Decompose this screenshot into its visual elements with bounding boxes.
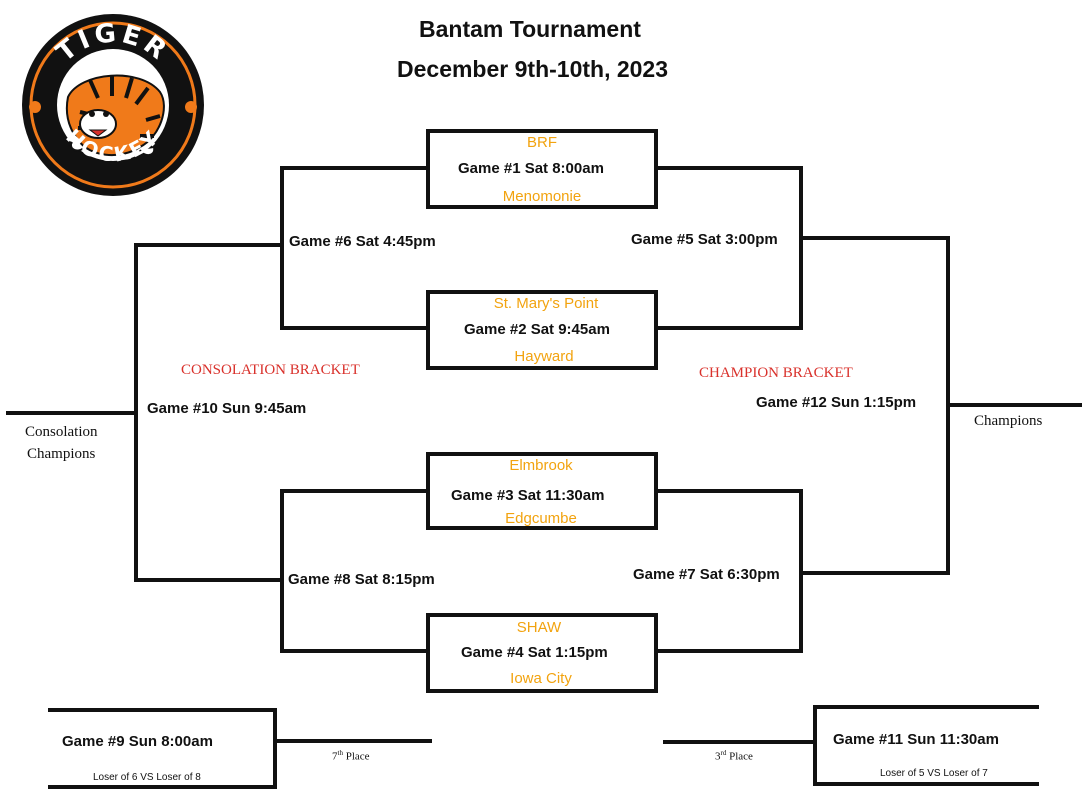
game-3-label: Game #3 Sat 11:30am: [451, 487, 605, 504]
game-4-home-team: SHAW: [516, 619, 562, 636]
game-2-home-team: St. Mary's Point: [493, 295, 599, 312]
consolation-bracket-heading: CONSOLATION BRACKET: [181, 362, 360, 378]
game-6-label: Game #6 Sat 4:45pm: [289, 233, 436, 250]
third-place-suffix: rd: [720, 749, 727, 757]
game-11-bracket: [813, 705, 1039, 786]
tournament-title: Bantam Tournament: [419, 16, 641, 42]
consolation-champions-line2: Champions: [27, 446, 96, 462]
game-3-home-team: Elmbrook: [509, 457, 573, 474]
game-4-label: Game #4 Sat 1:15pm: [461, 644, 608, 661]
line-g1g2-to-g6: [280, 166, 428, 330]
game-2-label: Game #2 Sat 9:45am: [464, 321, 610, 338]
line-g1g2-to-g5: [656, 166, 803, 330]
seventh-place-label: 7th Place: [332, 749, 370, 763]
line-g3g4-to-g8: [280, 489, 428, 653]
game-5-label: Game #5 Sat 3:00pm: [631, 231, 778, 248]
third-place-word: Place: [726, 750, 753, 763]
seventh-place-suffix: th: [337, 749, 343, 757]
third-place-label: 3rd Place: [715, 749, 753, 763]
game-1-home-team: BRF: [527, 134, 557, 151]
game-3-away-team: Edgcumbe: [505, 510, 577, 527]
seventh-place-word: Place: [342, 750, 370, 763]
tiger-icon: [65, 74, 165, 157]
champion-bracket-heading: CHAMPION BRACKET: [699, 365, 853, 381]
game-1-away-team: Menomonie: [502, 188, 582, 205]
game-9-label: Game #9 Sun 8:00am: [62, 733, 213, 750]
game-1-label: Game #1 Sat 8:00am: [458, 160, 604, 177]
consolation-champions-line1: Consolation: [25, 424, 98, 440]
game-11-label: Game #11 Sun 11:30am: [833, 731, 999, 748]
tiger-hockey-logo: TIGER HOCKEY: [20, 12, 206, 198]
tournament-dates: December 9th-10th, 2023: [397, 56, 669, 82]
game-9-bracket: [48, 708, 277, 789]
game-11-note: Loser of 5 VS Loser of 7: [880, 768, 988, 779]
game-8-label: Game #8 Sat 8:15pm: [288, 571, 435, 588]
game-10-label: Game #10 Sun 9:45am: [147, 400, 307, 417]
game-2-away-team: Hayward: [514, 348, 574, 365]
champions-label: Champions: [974, 413, 1043, 429]
third-place-number: 3: [715, 750, 721, 763]
game-9-note: Loser of 6 VS Loser of 8: [93, 772, 201, 783]
game-4-away-team: Iowa City: [510, 670, 572, 687]
seventh-place-number: 7: [332, 750, 338, 763]
game-7-label: Game #7 Sat 6:30pm: [633, 566, 780, 583]
game-12-label: Game #12 Sun 1:15pm: [756, 394, 917, 411]
